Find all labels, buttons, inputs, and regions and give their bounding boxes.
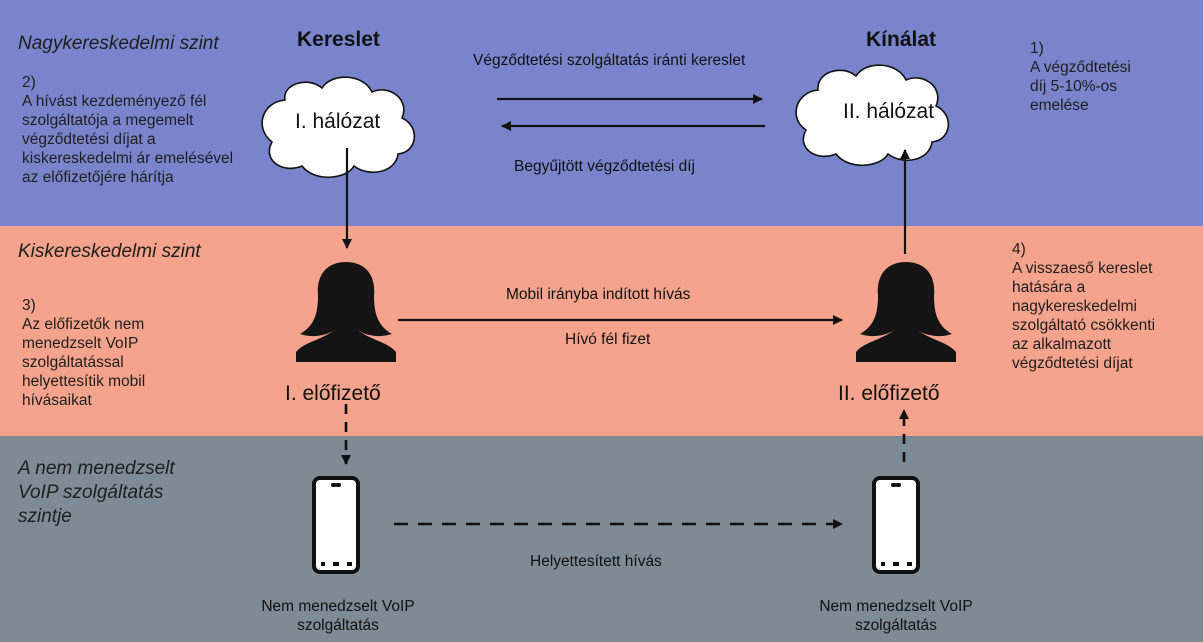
person-icon [856, 262, 956, 362]
retail-level-label: Kiskereskedelmi szint [18, 241, 201, 262]
demand-header: Kereslet [297, 28, 380, 51]
left-device-label: Nem menedzselt VoIP szolgáltatás [261, 598, 415, 634]
left-network-label: I. hálózat [295, 110, 381, 133]
substituted-call-label: Helyettesített hívás [530, 553, 662, 570]
mobile-call-label: Mobil irányba indított hívás [506, 286, 691, 303]
right-network-label: II. hálózat [843, 100, 935, 123]
person-icon [296, 262, 396, 362]
note-3: 3) Az előfizetők nem menedzselt VoIP szo… [22, 297, 146, 409]
note-1: 1) A végződtetési díj 5-10%-os emelése [1030, 40, 1131, 114]
caller-pays-label: Hívó fél fizet [565, 331, 651, 348]
termination-demand-label: Végződtetési szolgáltatás iránti keresle… [473, 52, 746, 69]
supply-header: Kínálat [866, 28, 937, 51]
voip-level-label: A nem menedzselt VoIP szolgáltatás szint… [18, 458, 175, 527]
wholesale-level-label: Nagykereskedelmi szint [18, 33, 219, 54]
smartphone-icon [312, 476, 360, 574]
cloud-icon [795, 64, 950, 166]
voip-level-band [0, 436, 1203, 642]
collected-fee-label: Begyűjtött végződtetési díj [514, 158, 695, 175]
retail-level-band [0, 226, 1203, 436]
cloud-icon [261, 76, 416, 178]
smartphone-icon [872, 476, 920, 574]
right-device-label: Nem menedzselt VoIP szolgáltatás [819, 598, 973, 634]
left-subscriber-label: I. előfizető [285, 382, 381, 405]
wholesale-level-band [0, 0, 1203, 226]
right-subscriber-label: II. előfizető [838, 382, 940, 405]
note-4: 4) A visszaeső kereslet hatására a nagyk… [1012, 241, 1156, 372]
note-2: 2) A hívást kezdeményező fél szolgáltató… [22, 74, 234, 186]
